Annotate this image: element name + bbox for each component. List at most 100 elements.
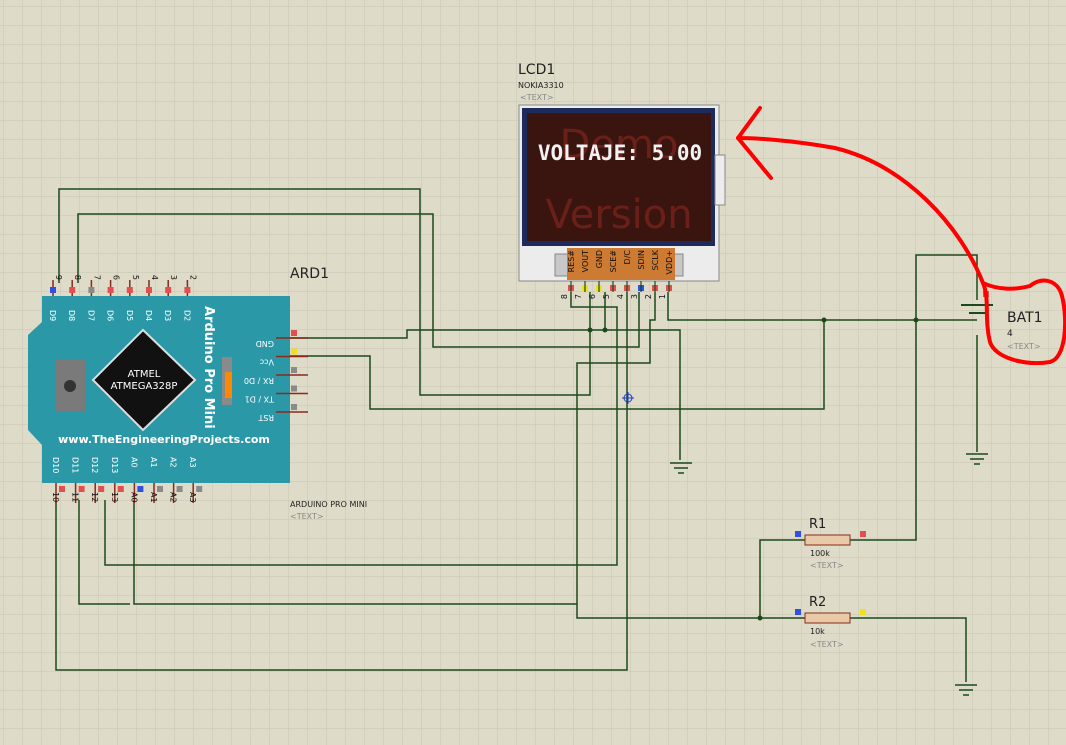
arduino-top-pin-label: D4 (144, 310, 153, 321)
arduino-right-pin[interactable] (291, 404, 297, 410)
wire-sce-d11 (55, 292, 628, 671)
r1-value: 100k (810, 549, 830, 558)
arduino-bottom-pin-label: A3 (188, 457, 197, 468)
arduino-top-pin[interactable] (88, 287, 95, 293)
arduino-bottom-pin[interactable] (137, 486, 144, 492)
lcd-pin-name: D/C (623, 250, 632, 265)
arduino-top-pin-number: 6 (112, 275, 121, 280)
arduino-top-pin-label: D2 (182, 310, 191, 321)
wire-dc-a0 (133, 292, 656, 605)
wires (55, 188, 978, 682)
arduino-bottom-pin-number: 11 (71, 492, 80, 502)
wire-vcc (290, 320, 825, 410)
arduino-right-pin-label: RST (258, 413, 274, 422)
arduino-right-pin-label: Vcc (260, 358, 274, 367)
red-annotation (736, 106, 1066, 365)
arduino-right-pin-label: RX / D0 (244, 376, 274, 385)
resistor-r1[interactable]: R1 100k <TEXT> (795, 517, 866, 570)
arduino-bottom-pin[interactable] (117, 486, 124, 492)
arduino-bottom-pin-number: 13 (110, 492, 119, 502)
wire-d9-lcd (58, 188, 591, 396)
battery-value: 4 (1007, 329, 1013, 339)
ground-symbols (670, 453, 988, 696)
arduino-top-pin-label: D6 (106, 310, 115, 321)
chip-line2: ATMEGA328P (111, 381, 178, 392)
arduino-bottom-pin-number: A1 (149, 492, 158, 503)
lcd-side-tab (714, 154, 726, 206)
arduino-bottom-pin-label: A2 (169, 457, 178, 468)
lcd-pin-name: SCLK (651, 249, 660, 270)
arduino-bottom-pin-number: 10 (51, 492, 60, 502)
arduino-bottom-pin-label: A0 (129, 457, 138, 468)
arduino-top-pin[interactable] (146, 287, 152, 293)
arduino-top-pin[interactable] (69, 287, 76, 293)
wire-bat-r1 (915, 254, 978, 320)
wire-vdd-bat (667, 292, 977, 321)
arduino-pins: 9D98D87D76D65D54D43D32D2D1010D1111D1212D… (48, 275, 308, 503)
lcd-ref: LCD1 (518, 62, 555, 78)
arduino-bottom-pin[interactable] (176, 486, 183, 492)
arduino-top-pin[interactable] (126, 287, 133, 293)
lcd-watermark-version: Version (545, 192, 692, 238)
resistor-r2[interactable]: R2 10k <TEXT> (795, 595, 866, 649)
lcd-display-text: VOLTAJE: 5.00 (538, 141, 702, 165)
r2-ref: R2 (809, 595, 826, 610)
arduino-top-pin[interactable] (165, 287, 172, 293)
arduino-top-pin[interactable] (184, 287, 191, 293)
arduino-bottom-pin[interactable] (59, 486, 65, 492)
lcd-pin-number: 4 (616, 294, 625, 299)
red-arrow-curve (736, 136, 985, 285)
arduino-bottom-pin-number: 12 (90, 492, 99, 502)
arduino-top-pin-label: D9 (48, 310, 57, 321)
r2-body (804, 612, 851, 624)
arduino-right-pin[interactable] (291, 385, 297, 392)
arduino-top-pin-number: 5 (131, 275, 140, 280)
arduino-top-pin[interactable] (50, 287, 56, 293)
battery-ref: BAT1 (1007, 310, 1043, 326)
wire-r1-right (850, 320, 917, 541)
lcd-screen (527, 113, 711, 241)
arduino-bottom-pin[interactable] (78, 486, 85, 492)
lcd-pin-name: SCE# (609, 250, 618, 273)
lcd-pin-name: SDIN (637, 250, 646, 270)
arduino-top-pin[interactable] (107, 287, 114, 293)
junctions (587, 317, 919, 621)
lcd-pin-number: 8 (560, 294, 569, 299)
lcd-pin-name: VDD+ (665, 250, 674, 275)
reset-button-icon (64, 380, 76, 392)
lcd-watermark-demo: Demo (560, 122, 679, 168)
lcd-pin-number: 7 (574, 294, 583, 299)
arduino-top-pin-number: 9 (54, 275, 63, 280)
arduino-bottom-pin-number: A3 (188, 492, 197, 503)
arduino-bottom-pin[interactable] (157, 486, 163, 492)
arduino-right-pin-label: TX / D1 (245, 395, 275, 404)
arduino-website: www.TheEngineeringProjects.com (58, 433, 270, 446)
cursor-crosshair-icon (622, 392, 634, 404)
wire-gnd (290, 329, 681, 460)
arduino-right-pin[interactable] (291, 330, 297, 336)
red-circle-around-battery (981, 278, 1066, 365)
lcd-pin-number: 5 (602, 294, 611, 299)
ground-icon (955, 684, 977, 696)
lcd-text-placeholder: <TEXT> (520, 93, 554, 102)
lcd-part: NOKIA3310 (518, 81, 564, 90)
r2-pin-left (795, 609, 801, 615)
ground-icon (670, 462, 692, 474)
status-led (225, 372, 232, 398)
arduino-top-pin-number: 4 (150, 275, 159, 280)
arduino-top-pin-number: 7 (92, 275, 101, 280)
lcd-component[interactable]: LCD1 NOKIA3310 <TEXT> Demo Version VOLTA… (518, 62, 726, 299)
arduino-component[interactable]: ARD1 ATMEL ATMEGA328P Arduino Pro Mini w… (28, 266, 367, 521)
arduino-bottom-pin-label: D10 (51, 457, 60, 473)
r2-pin-right (860, 609, 866, 615)
arduino-bottom-pin[interactable] (196, 486, 203, 492)
arduino-bottom-pin[interactable] (98, 486, 105, 492)
arduino-top-pin-label: D7 (86, 310, 95, 321)
arduino-right-pin[interactable] (291, 348, 297, 355)
r2-text-placeholder: <TEXT> (810, 640, 844, 649)
arduino-top-pin-label: D5 (125, 310, 134, 321)
arduino-bottom-pin-label: D12 (90, 457, 99, 473)
arduino-right-pin[interactable] (291, 367, 297, 373)
